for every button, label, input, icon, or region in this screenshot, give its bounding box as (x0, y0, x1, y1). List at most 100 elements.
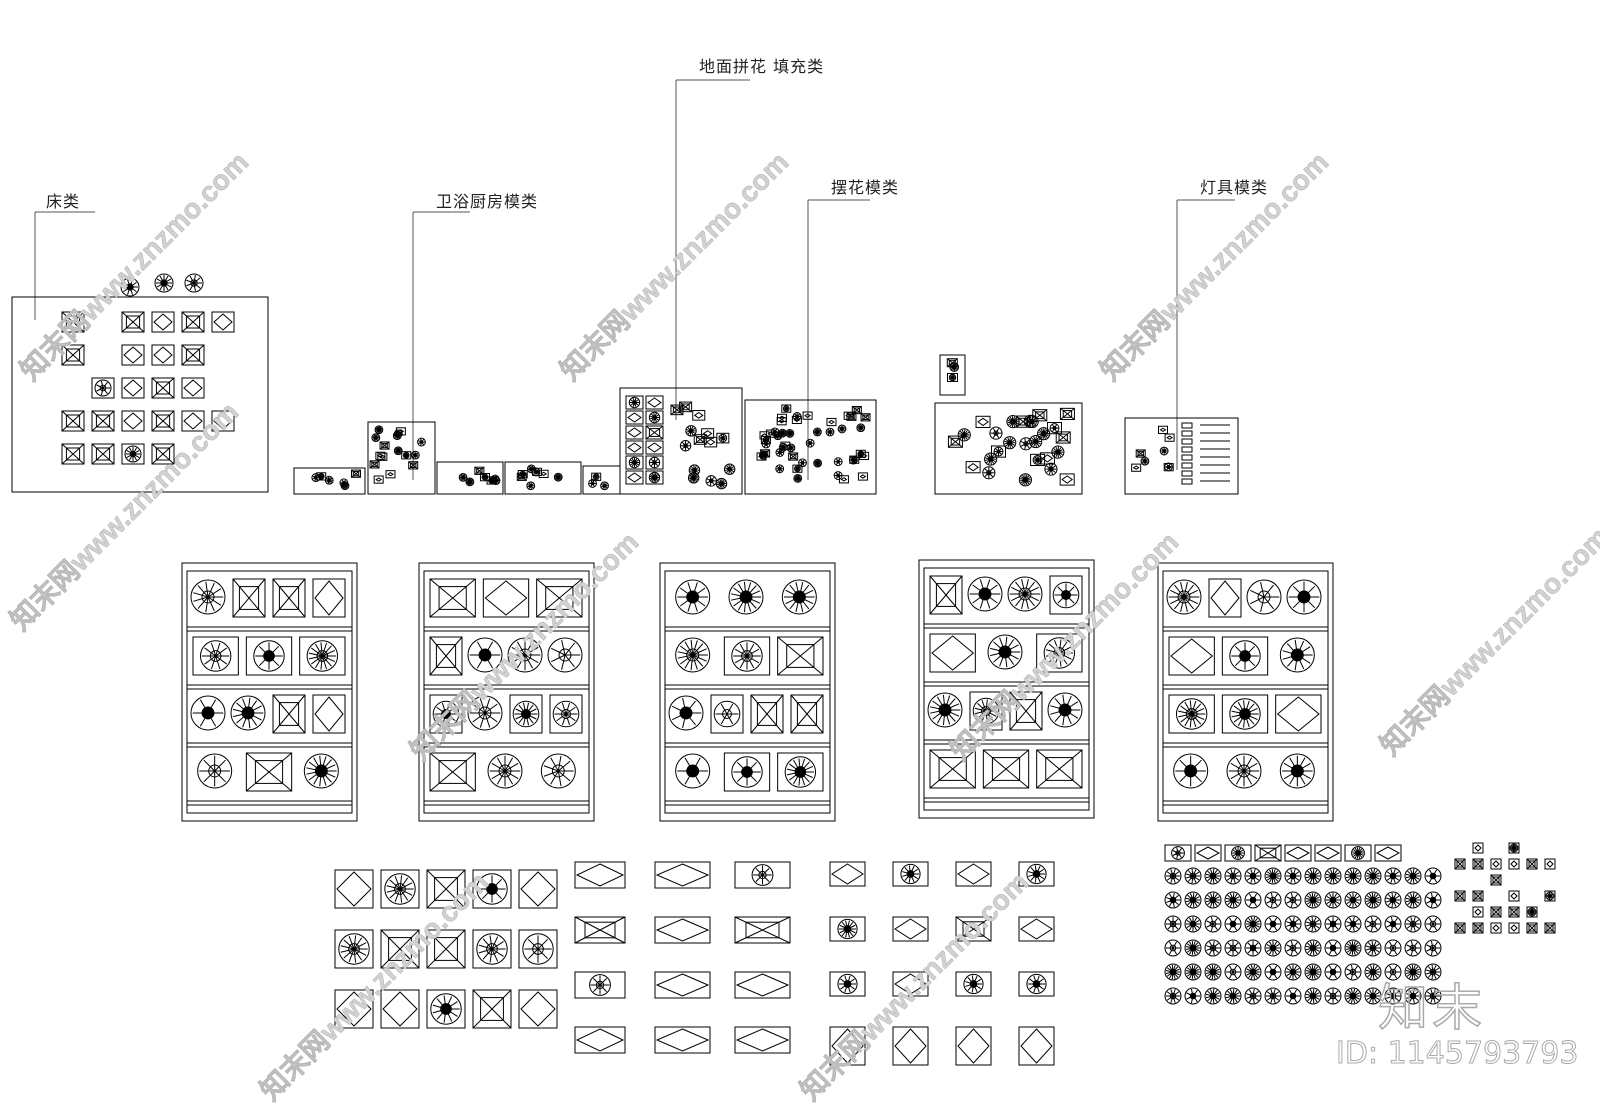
rosette-center (373, 435, 378, 440)
rosette-center (1429, 968, 1437, 976)
rosette-spoke (1185, 899, 1194, 903)
tile-symbol (1314, 844, 1342, 862)
rosette-symbol (1264, 915, 1282, 933)
rosette-spoke (193, 274, 196, 284)
rosette-spoke (634, 399, 639, 403)
rosette-center (828, 430, 832, 434)
rosette-spoke (1230, 868, 1234, 877)
rosette-spoke (1212, 989, 1218, 997)
rosette-spoke (1305, 947, 1314, 951)
tile-diagonal (1009, 691, 1043, 731)
rosette-center (708, 478, 714, 484)
rosette-symbol (1364, 867, 1382, 885)
rosette-center (1429, 872, 1437, 880)
inner-square (756, 702, 778, 726)
rosette-spoke (1170, 988, 1174, 997)
rosette-spoke (1431, 971, 1434, 980)
rosette-center (1429, 944, 1437, 952)
tile-symbol (1508, 922, 1520, 934)
rosette-center (493, 477, 497, 481)
rosette-spoke (1015, 581, 1026, 595)
rosette-spoke (204, 647, 216, 657)
rosette-center (1229, 896, 1237, 904)
rosette-center (316, 650, 329, 662)
rosette-spoke (321, 655, 332, 667)
rosette-symbol (1264, 939, 1282, 957)
rosette-spoke (558, 770, 571, 782)
rosette-spoke (1305, 875, 1314, 879)
rosette-symbol (856, 423, 866, 433)
rosette-spoke (193, 282, 196, 292)
tile-symbol (777, 636, 824, 676)
rosette-spoke (1024, 593, 1029, 610)
rosette-spoke (1020, 443, 1027, 447)
rosette-symbol (94, 379, 112, 397)
rosette-spoke (1410, 940, 1414, 949)
rosette-spoke (399, 877, 409, 890)
rosette-spoke (1412, 947, 1418, 954)
rosette-spoke (1232, 988, 1235, 997)
diamond-pattern (1510, 860, 1518, 868)
rosette-spoke (1187, 894, 1194, 901)
rosette-center (1389, 872, 1397, 880)
rosette-spoke (1246, 920, 1254, 925)
rosette-spoke (1185, 873, 1194, 877)
rosette-spoke (1372, 868, 1376, 877)
rosette-symbol (490, 474, 500, 484)
rosette-spoke (214, 759, 226, 772)
rosette-spoke (1307, 918, 1314, 925)
rosette-spoke (692, 654, 704, 667)
rosette-spoke (1176, 847, 1179, 854)
tile-symbol (472, 989, 512, 1029)
rosette-spoke (484, 698, 491, 714)
tile-diagonal (429, 578, 476, 618)
rosette-spoke (1372, 947, 1377, 955)
rosette-spoke (1432, 971, 1440, 977)
rosette-spoke (762, 868, 770, 876)
rosette-spoke (100, 387, 104, 396)
tile-diagonal (670, 404, 684, 416)
rosette-spoke (550, 647, 566, 656)
rosette-spoke (1288, 971, 1294, 979)
rosette-spoke (1206, 923, 1214, 928)
tile-symbol (474, 466, 485, 475)
rosette-spoke (1232, 989, 1238, 997)
inner-square (1546, 924, 1554, 932)
inner-square (1510, 908, 1518, 916)
rosette-symbol (1264, 987, 1282, 1005)
rosette-spoke (1372, 968, 1380, 973)
rosette-symbol (972, 697, 1000, 725)
rosette-center (808, 441, 813, 446)
inner-square (1492, 876, 1500, 884)
tile-symbol (429, 752, 476, 792)
rosette-symbol (1224, 915, 1242, 933)
rosette-spoke (1191, 707, 1205, 715)
rosette-symbol (1404, 987, 1422, 1005)
rosette-symbol (1344, 939, 1362, 957)
rosette-spoke (984, 472, 990, 478)
tile-diagonal (91, 443, 115, 465)
tile-diagonal (151, 377, 175, 399)
rosette-center (652, 475, 657, 480)
rosette-center (1329, 872, 1337, 880)
rosette-spoke (985, 701, 993, 712)
rosette-center (1349, 968, 1357, 976)
rosette-symbol (781, 579, 817, 615)
rosette-spoke (988, 468, 994, 474)
rosette-spoke (599, 984, 607, 992)
tile-symbol (645, 410, 664, 425)
diamond-pattern (1020, 918, 1053, 940)
rosette-center (521, 709, 531, 719)
rosette-spoke (1367, 966, 1374, 973)
rosette-symbol (786, 443, 796, 453)
rosette-center (843, 925, 852, 933)
rosette-spoke (1312, 923, 1320, 929)
rosette-symbol (1324, 939, 1342, 957)
diamond-pattern (213, 412, 233, 430)
rosette-spoke (1412, 942, 1418, 949)
rosette-spoke (710, 476, 715, 482)
rosette-spoke (1327, 875, 1334, 882)
rosette-center (1369, 872, 1377, 880)
rosette-center (1229, 920, 1237, 928)
rosette-spoke (132, 453, 138, 461)
